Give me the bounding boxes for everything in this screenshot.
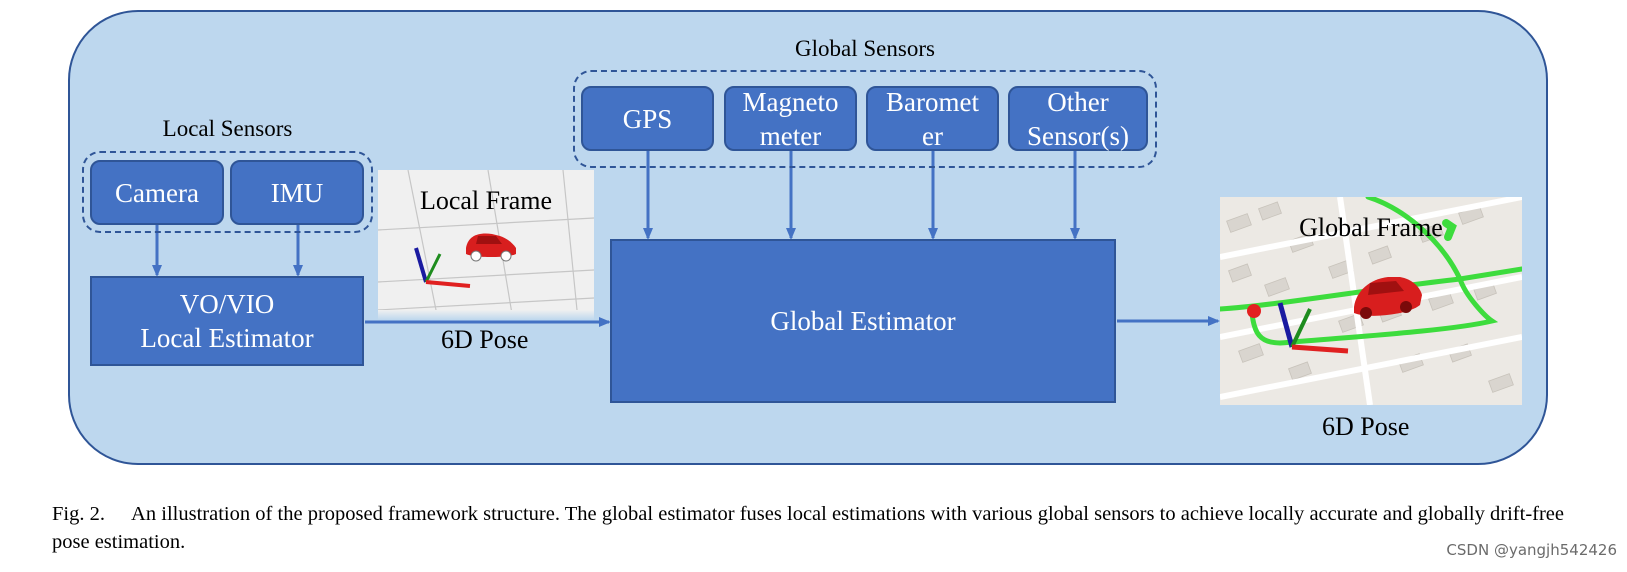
start-marker-icon <box>1247 304 1261 318</box>
magnetometer-box: Magneto meter <box>724 86 857 151</box>
vio-line-1: VO/VIO <box>179 289 275 319</box>
gps-box: GPS <box>581 86 714 151</box>
global-estimator-box: Global Estimator <box>610 239 1116 403</box>
global-sensors-title: Global Sensors <box>795 36 935 61</box>
imu-box: IMU <box>230 160 364 225</box>
global-frame-map: Global Frame <box>1220 197 1522 405</box>
barometer-line-2: er <box>922 120 943 151</box>
global-axes-icon <box>1277 302 1349 354</box>
global-route-icon <box>1220 197 1522 346</box>
global-pose-label: 6D Pose <box>1322 412 1410 441</box>
camera-box: Camera <box>90 160 224 225</box>
barometer-box: Baromet er <box>866 86 999 151</box>
local-axes-icon <box>414 247 471 288</box>
local-frame-image: Local Frame <box>378 170 594 320</box>
caption-text: An illustration of the proposed framewor… <box>52 503 1564 553</box>
local-pose-label: 6D Pose <box>441 325 529 354</box>
local-sensors-title: Local Sensors <box>162 116 293 141</box>
barometer-line-1: Baromet <box>886 86 979 117</box>
watermark: CSDN @yangjh542426 <box>1446 541 1617 559</box>
global-car-icon <box>1354 277 1422 319</box>
global-frame-title: Global Frame <box>1299 213 1443 242</box>
magnetometer-line-2: meter <box>759 120 822 151</box>
local-sensors-group <box>82 151 373 233</box>
other-sensors-line-1: Other <box>1047 86 1109 117</box>
vio-local-estimator-box: VO/VIO Local Estimator <box>90 276 364 366</box>
local-frame-title: Local Frame <box>419 186 553 215</box>
local-car-icon <box>466 233 516 262</box>
figure-caption: Fig. 2.An illustration of the proposed f… <box>52 500 1564 556</box>
local-frame-grid <box>378 170 594 320</box>
vio-line-2: Local Estimator <box>140 323 314 353</box>
other-sensors-line-2: Sensor(s) <box>1027 120 1129 151</box>
magnetometer-line-1: Magneto <box>742 86 839 117</box>
gps-line-1: GPS <box>622 103 673 134</box>
global-sensors-group <box>573 70 1157 168</box>
global-map-drawing <box>1220 197 1522 405</box>
caption-number: Fig. 2. <box>52 503 106 525</box>
other-sensors-box: Other Sensor(s) <box>1008 86 1148 151</box>
